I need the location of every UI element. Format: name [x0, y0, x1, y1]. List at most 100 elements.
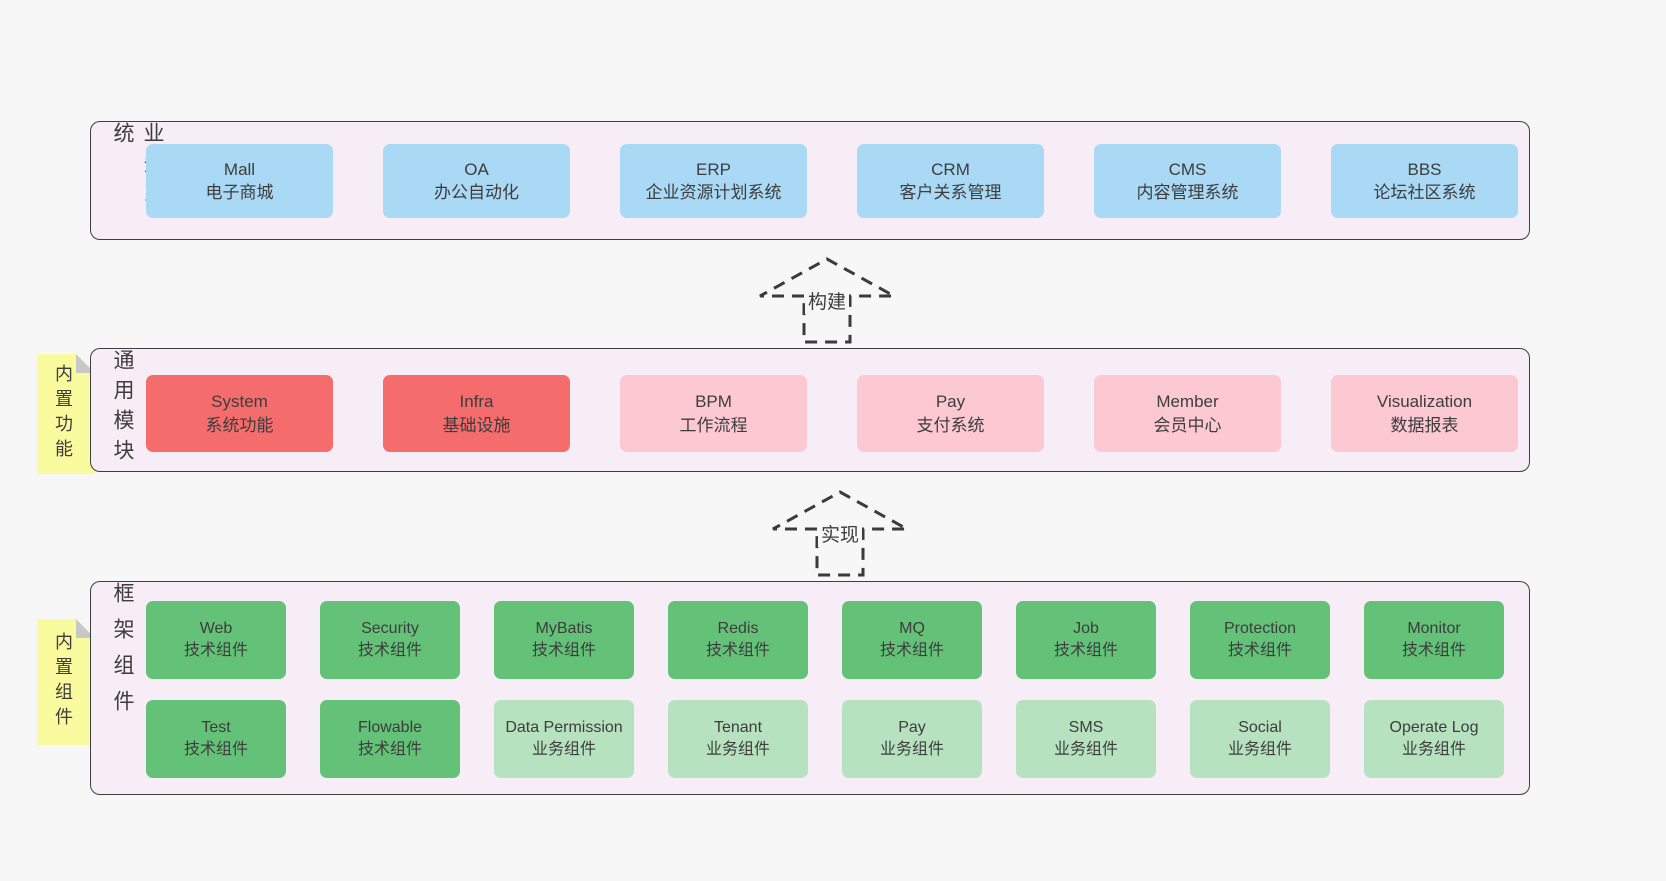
box-subtitle: 会员中心 — [1153, 415, 1222, 435]
box-title: Operate Log — [1389, 718, 1479, 736]
box-title: BPM — [695, 392, 732, 412]
box-social: Social 业务组件 — [1190, 700, 1330, 778]
box-protection: Protection 技术组件 — [1190, 601, 1330, 679]
box-tenant: Tenant 业务组件 — [668, 700, 808, 778]
box-subtitle: 业务组件 — [1053, 741, 1118, 758]
arrow-build: 构建 — [757, 256, 897, 345]
box-subtitle: 技术组件 — [1227, 642, 1292, 659]
box-subtitle: 技术组件 — [1401, 642, 1466, 659]
box-subtitle: 办公自动化 — [434, 183, 519, 202]
box-title: Pay — [935, 392, 966, 412]
box-subtitle: 技术组件 — [183, 642, 248, 659]
box-oa: OA 办公自动化 — [383, 144, 570, 218]
box-title: Flowable — [357, 718, 423, 736]
box-infra: Infra 基础设施 — [383, 375, 570, 452]
box-title: CMS — [1168, 159, 1207, 179]
note-label: 内置功能 — [53, 364, 73, 464]
box-subtitle: 技术组件 — [705, 642, 770, 659]
sticky-note-builtin-features: 内置功能 — [37, 354, 95, 474]
box-subtitle: 技术组件 — [357, 642, 422, 659]
box-mq: MQ 技术组件 — [842, 601, 982, 679]
box-subtitle: 技术组件 — [183, 741, 248, 758]
section-label-framework-components: 框架组件 — [111, 582, 134, 726]
box-title: Job — [1073, 619, 1099, 637]
box-mybatis: MyBatis 技术组件 — [494, 601, 634, 679]
box-title: MyBatis — [535, 619, 593, 637]
section-label-common-modules: 通用模块 — [111, 349, 134, 469]
box-title: Pay — [898, 718, 926, 736]
modules-box-row: System 系统功能 Infra 基础设施 BPM 工作流程 Pay 支付系统… — [146, 375, 1518, 452]
box-test: Test 技术组件 — [146, 700, 286, 778]
box-subtitle: 业务组件 — [1401, 741, 1466, 758]
section-common-modules: 通用模块 System 系统功能 Infra 基础设施 BPM 工作流程 Pay… — [90, 348, 1530, 472]
box-title: Data Permission — [505, 718, 623, 736]
box-subtitle: 电子商城 — [205, 183, 274, 202]
box-job: Job 技术组件 — [1016, 601, 1156, 679]
note-label: 内置组件 — [53, 632, 73, 732]
box-title: System — [211, 392, 268, 412]
box-data-permission: Data Permission 业务组件 — [494, 700, 634, 778]
box-title: Tenant — [713, 718, 763, 736]
box-title: Protection — [1223, 619, 1297, 637]
box-title: Web — [199, 619, 233, 637]
box-subtitle: 论坛社区系统 — [1373, 183, 1476, 202]
box-flowable: Flowable 技术组件 — [320, 700, 460, 778]
box-bpm: BPM 工作流程 — [620, 375, 807, 452]
box-title: Monitor — [1407, 619, 1461, 637]
box-cms: CMS 内容管理系统 — [1094, 144, 1281, 218]
section-business-systems: 业务系统 Mall 电子商城 OA 办公自动化 ERP 企业资源计划系统 CRM… — [90, 121, 1530, 240]
box-title: SMS — [1068, 718, 1104, 736]
box-member: Member 会员中心 — [1094, 375, 1281, 452]
box-bbs: BBS 论坛社区系统 — [1331, 144, 1518, 218]
box-web: Web 技术组件 — [146, 601, 286, 679]
box-title: Test — [201, 718, 231, 736]
box-subtitle: 技术组件 — [1053, 642, 1118, 659]
box-title: BBS — [1407, 159, 1442, 179]
box-subtitle: 工作流程 — [679, 415, 748, 435]
box-operate-log: Operate Log 业务组件 — [1364, 700, 1504, 778]
arrow-label: 实现 — [817, 520, 863, 547]
box-subtitle: 数据报表 — [1390, 415, 1459, 435]
box-title: Redis — [717, 619, 759, 637]
box-subtitle: 企业资源计划系统 — [645, 183, 782, 202]
box-subtitle: 系统功能 — [205, 415, 274, 435]
box-subtitle: 客户关系管理 — [899, 183, 1002, 202]
box-subtitle: 业务组件 — [705, 741, 770, 758]
arrow-implement: 实现 — [770, 489, 910, 578]
box-monitor: Monitor 技术组件 — [1364, 601, 1504, 679]
box-pay-system: Pay 支付系统 — [857, 375, 1044, 452]
box-mall: Mall 电子商城 — [146, 144, 333, 218]
box-subtitle: 基础设施 — [442, 415, 511, 435]
section-framework-components: 框架组件 Web 技术组件 Security 技术组件 MyBatis 技术组件… — [90, 581, 1530, 795]
box-title: Member — [1156, 392, 1219, 412]
box-pay-component: Pay 业务组件 — [842, 700, 982, 778]
sticky-note-builtin-components: 内置组件 — [37, 619, 95, 745]
box-erp: ERP 企业资源计划系统 — [620, 144, 807, 218]
box-subtitle: 业务组件 — [531, 741, 596, 758]
box-title: Mall — [223, 159, 256, 179]
box-subtitle: 技术组件 — [357, 741, 422, 758]
box-subtitle: 业务组件 — [879, 741, 944, 758]
box-title: MQ — [899, 619, 925, 637]
box-title: CRM — [931, 159, 970, 179]
framework-box-row-2: Test 技术组件 Flowable 技术组件 Data Permission … — [146, 700, 1504, 778]
framework-box-row-1: Web 技术组件 Security 技术组件 MyBatis 技术组件 Redi… — [146, 601, 1504, 679]
box-title: OA — [464, 159, 489, 179]
box-subtitle: 内容管理系统 — [1136, 183, 1239, 202]
box-system: System 系统功能 — [146, 375, 333, 452]
box-subtitle: 技术组件 — [879, 642, 944, 659]
box-title: Social — [1238, 718, 1282, 736]
box-crm: CRM 客户关系管理 — [857, 144, 1044, 218]
dashed-up-arrow-icon — [759, 257, 895, 344]
box-security: Security 技术组件 — [320, 601, 460, 679]
business-box-row: Mall 电子商城 OA 办公自动化 ERP 企业资源计划系统 CRM 客户关系… — [146, 144, 1518, 218]
box-subtitle: 业务组件 — [1227, 741, 1292, 758]
arrow-label: 构建 — [804, 287, 850, 314]
box-title: ERP — [696, 159, 731, 179]
box-sms: SMS 业务组件 — [1016, 700, 1156, 778]
box-redis: Redis 技术组件 — [668, 601, 808, 679]
box-visualization: Visualization 数据报表 — [1331, 375, 1518, 452]
dashed-up-arrow-icon — [772, 490, 908, 577]
box-title: Visualization — [1376, 392, 1473, 412]
box-subtitle: 技术组件 — [531, 642, 596, 659]
